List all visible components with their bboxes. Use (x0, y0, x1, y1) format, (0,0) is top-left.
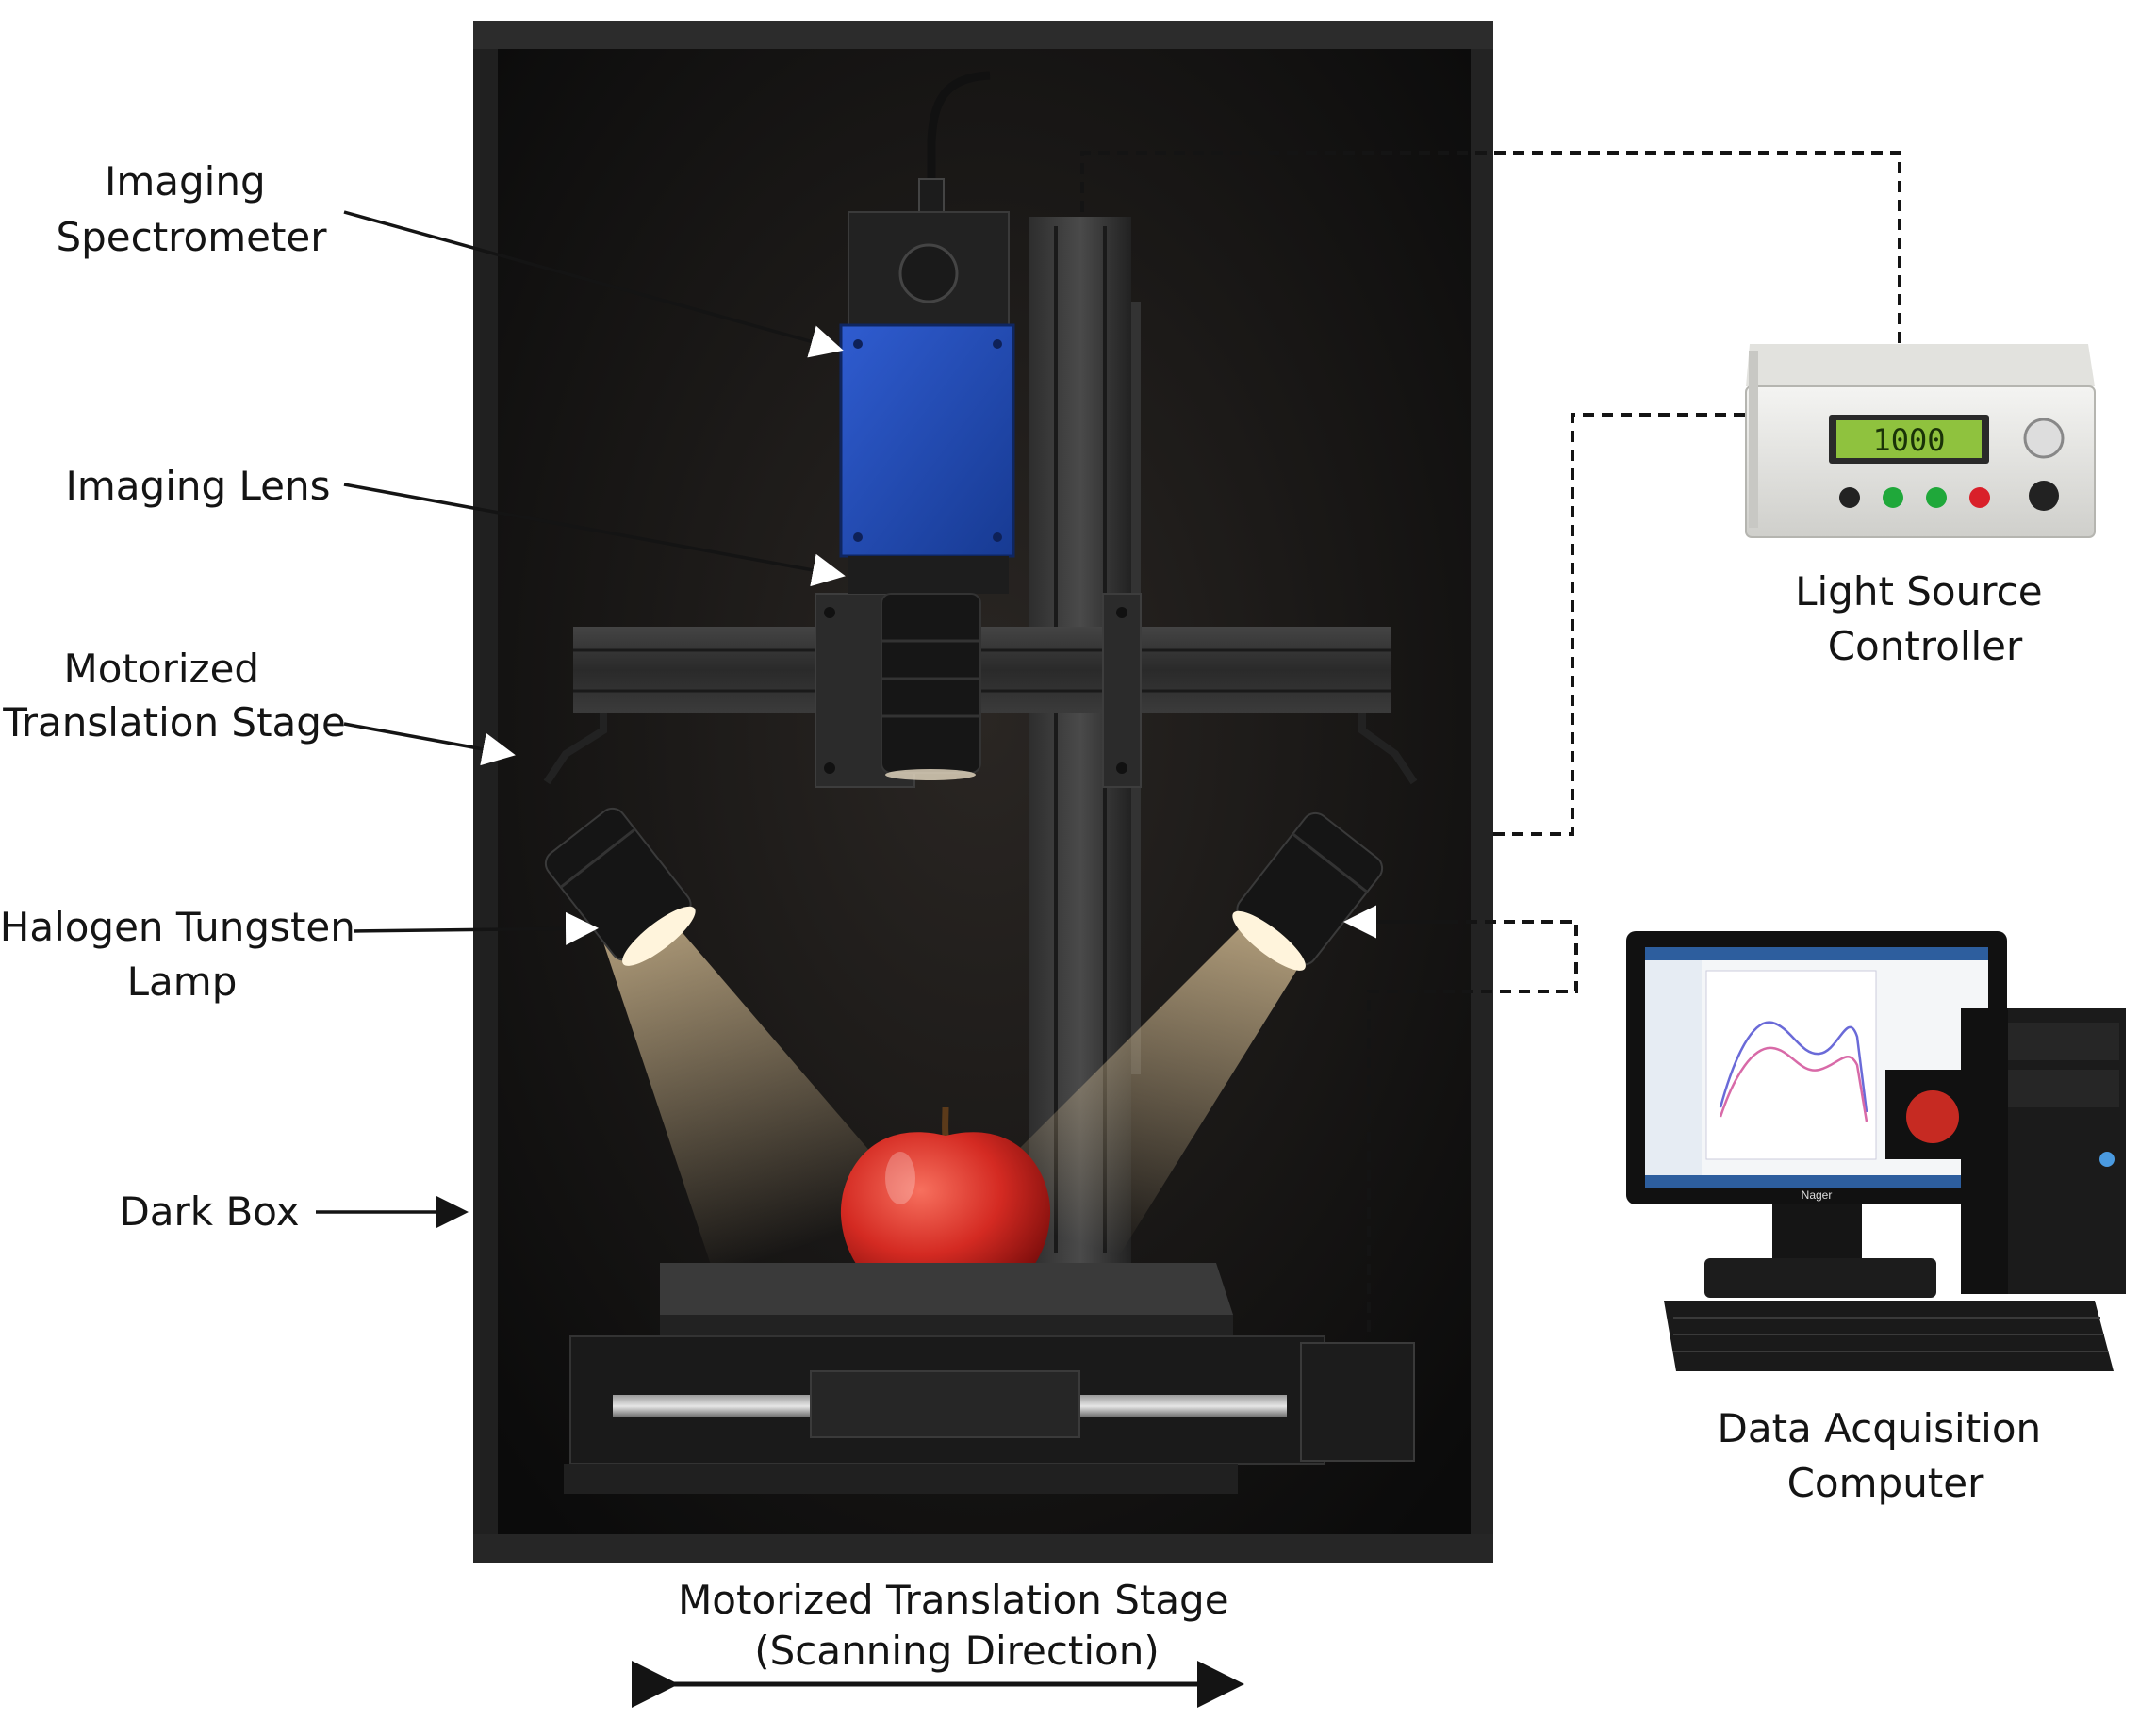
imaging-lens-label: Imaging Lens (66, 463, 331, 509)
pc-tower-icon (1961, 1008, 2126, 1294)
keyboard-icon (1664, 1301, 2114, 1371)
camera-icon (839, 211, 1015, 594)
halogen-tungsten-lamp-label: Halogen Tungsten Lamp (0, 904, 368, 1005)
imaging-lens (881, 593, 981, 780)
light-source-controller-device: 1000 (1745, 344, 2096, 538)
controller-knob[interactable] (2023, 418, 2065, 459)
dark-box-label: Dark Box (119, 1188, 299, 1235)
monitor-icon: Nager (1626, 931, 2007, 1298)
label-pointers (316, 210, 1447, 1229)
motorized-translation-stage-label: Motorized Translation Stage (2, 646, 346, 745)
scanning-stage-label: Motorized Translation Stage (Scanning Di… (678, 1577, 1242, 1674)
apple-icon (840, 1106, 1051, 1300)
data-acquisition-computer-label: Data Acquisition Computer (1717, 1405, 2053, 1506)
lamp-icon (544, 807, 1384, 971)
callout-labels: Imaging Spectrometer Imaging Lens Motori… (0, 158, 2055, 1674)
imaging-spectrometer-label: Imaging Spectrometer (56, 158, 327, 260)
scanning-platform (564, 1263, 1415, 1494)
light-source-controller-label: Light Source Controller (1795, 568, 2055, 669)
spectrometer-cable (927, 71, 991, 193)
dashed-connections (1080, 151, 1901, 1338)
controller-display-value: 1000 (1872, 422, 1945, 458)
monitor-brand-label: Nager (1802, 1188, 1833, 1202)
